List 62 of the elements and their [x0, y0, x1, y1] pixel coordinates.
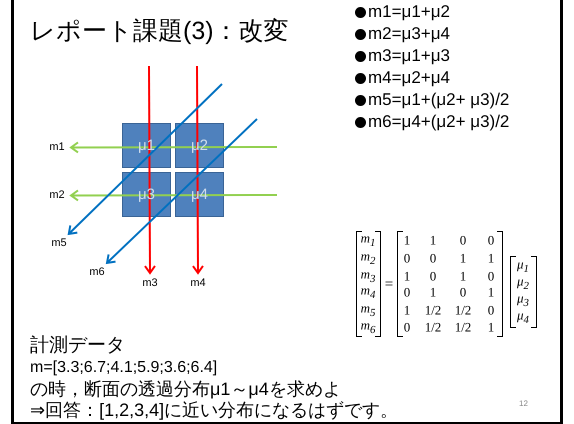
- page-number: 12: [519, 400, 528, 408]
- matrix-entry: 0: [460, 286, 466, 298]
- matrix-entry: 0: [404, 320, 410, 334]
- cell-square: [175, 172, 224, 217]
- heading-text: 計測データ: [30, 336, 125, 355]
- matrix-entry: 0: [404, 252, 410, 264]
- measurement-label: m3: [139, 276, 161, 291]
- measurement-label: m4: [187, 276, 209, 291]
- matrix-entry: 1: [460, 270, 466, 282]
- matrix-entry: m$_{6}$: [360, 318, 376, 336]
- equation-text: m4=μ2+μ4: [368, 69, 450, 86]
- matrix-entry: 0: [460, 234, 466, 246]
- arrow: [70, 141, 277, 154]
- equation-text: m1=μ1+μ2: [368, 3, 450, 20]
- equation-text: m6=μ4+(μ2+ μ3)/2: [368, 113, 510, 130]
- matrix-entry: 0: [404, 286, 410, 298]
- cell-square: [122, 172, 171, 217]
- matrix-entry: 0: [488, 304, 494, 316]
- matrix-entry: m$_{1}$: [360, 231, 376, 249]
- equation-text: m2=μ3+μ4: [368, 25, 450, 42]
- matrix-entry: 1/2: [454, 304, 472, 316]
- data-text: m=[3.3;6.7;4.1;5.9;3.6;6.4]: [30, 360, 218, 376]
- matrix-entry: 0: [488, 270, 494, 282]
- matrix-entry: 0: [488, 234, 494, 246]
- matrix-entry: m$_{5}$: [360, 301, 376, 319]
- matrix-entry: 1: [460, 252, 466, 264]
- matrix-entry: m$_{2}$: [360, 249, 376, 267]
- matrix-entry: 1/2: [424, 320, 442, 334]
- matrix-entry: m$_{4}$: [360, 283, 376, 301]
- slide-title: レポート課題(3)：改変: [30, 16, 289, 47]
- equation-text: m3=μ1+μ3: [368, 47, 450, 64]
- matrix-entry: 1/2: [454, 320, 472, 334]
- matrix-entry: 1: [488, 286, 494, 298]
- measurement-label: m6: [86, 265, 108, 280]
- matrix-entry: 1: [404, 270, 410, 282]
- measurement-label: m5: [48, 236, 70, 251]
- body-text: の時，断面の透過分布μ1～μ4を求めよ: [30, 380, 341, 398]
- matrix-entry: μ$_{1}$: [517, 257, 529, 275]
- matrix-entry: 1: [404, 304, 410, 316]
- arrow: [68, 83, 223, 235]
- arrow: [70, 189, 277, 202]
- matrix-entry: 1: [488, 252, 494, 264]
- matrix-entry: 0: [430, 252, 436, 264]
- matrix-entry: μ$_{2}$: [517, 274, 529, 292]
- matrix-entry: 1: [488, 320, 494, 334]
- matrix-entry: 1: [430, 286, 436, 298]
- arrow: [144, 66, 156, 274]
- measurement-label: m2: [46, 188, 68, 203]
- body-text: ⇒回答：[1,2,3,4]に近い分布になるはずです。: [30, 401, 398, 419]
- equals-sign: =: [384, 278, 394, 292]
- matrix-entry: m$_{3}$: [360, 267, 376, 285]
- matrix-entry: μ$_{4}$: [517, 308, 529, 326]
- arrow: [192, 66, 204, 274]
- matrix-entry: 1: [430, 234, 436, 246]
- arrow: [106, 118, 258, 264]
- measurement-label: m1: [46, 140, 68, 155]
- matrix-entry: 0: [430, 270, 436, 282]
- cell-square: [175, 123, 224, 168]
- matrix-entry: 1/2: [424, 304, 442, 316]
- matrix-entry: 1: [404, 234, 410, 246]
- matrix-entry: μ$_{3}$: [517, 291, 529, 309]
- equation-text: m5=μ1+(μ2+ μ3)/2: [368, 91, 510, 108]
